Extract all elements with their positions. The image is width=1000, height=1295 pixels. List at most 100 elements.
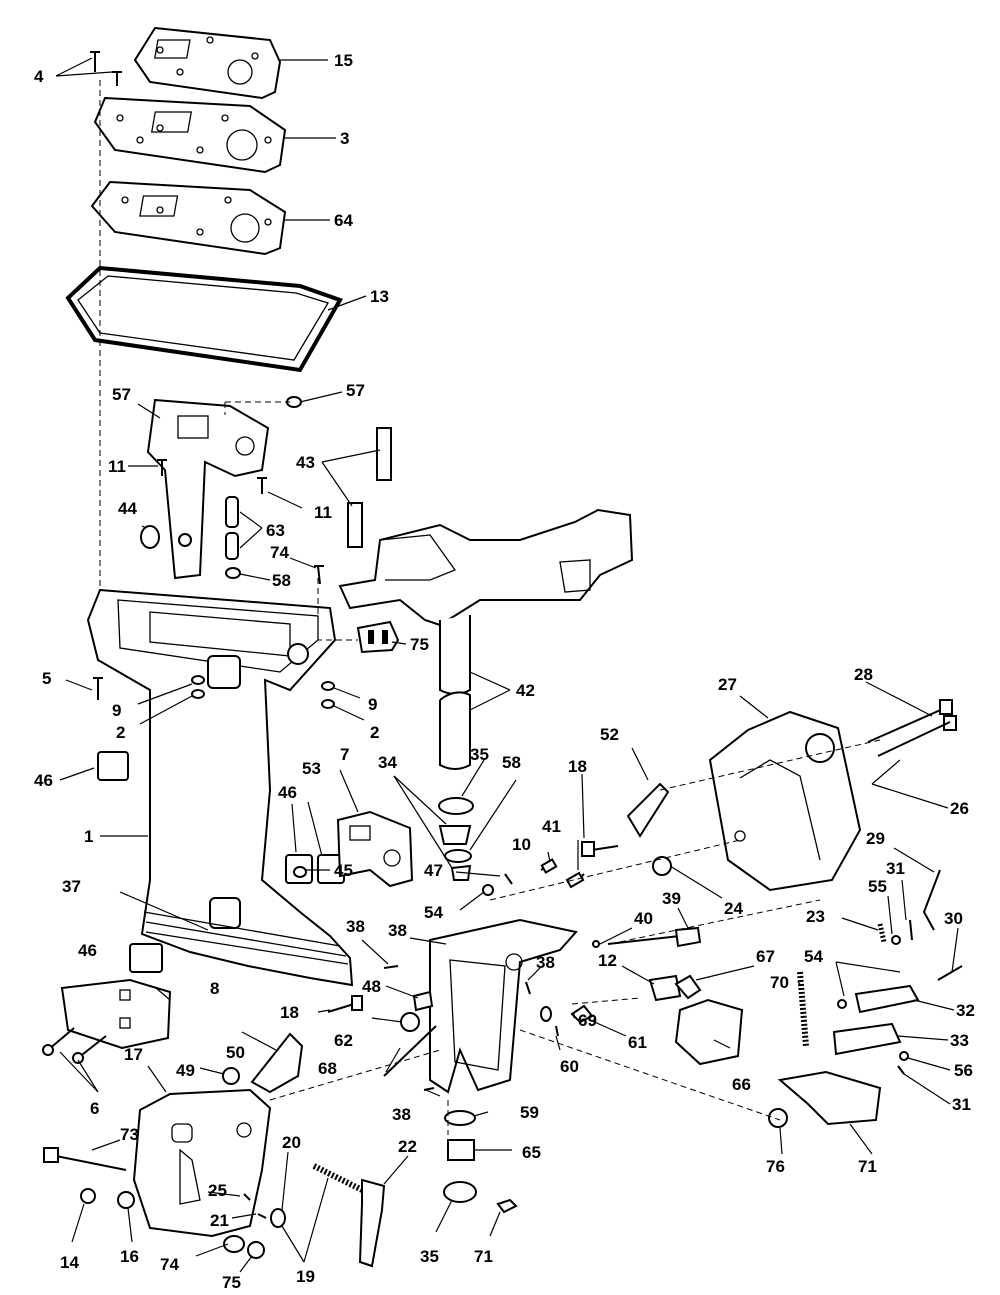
pin-47: [504, 873, 513, 885]
pad-43a: [376, 427, 392, 481]
label-48: 48: [362, 977, 381, 996]
lever-51: [626, 782, 670, 838]
label-70: 71: [858, 1157, 877, 1176]
driveshaft-housing-1: [86, 588, 354, 987]
label-7: 7: [340, 745, 349, 764]
label-73: 73: [120, 1125, 139, 1144]
label-69: 70: [770, 973, 789, 992]
label-38b: 38: [536, 953, 555, 972]
washer-54b: [891, 935, 901, 945]
label-9a: 9: [112, 701, 121, 720]
label-8: 8: [210, 979, 219, 998]
label-43: 43: [296, 453, 315, 472]
label-34: 34: [378, 753, 397, 772]
label-58b: 59: [520, 1103, 539, 1122]
screw-77: [314, 565, 324, 585]
pin-31b: [897, 1065, 905, 1075]
gasket-63: [90, 180, 287, 256]
screw-59: [555, 1025, 559, 1037]
bushing-24: [652, 856, 672, 876]
pin-48: [412, 990, 434, 1012]
washer-9a: [191, 675, 205, 685]
bushing-34: [438, 825, 472, 845]
lever-22: [358, 1178, 386, 1268]
label-14: 15: [334, 51, 353, 70]
spring-69: [797, 971, 809, 1047]
label-12: 12: [598, 951, 617, 970]
plate-3: [93, 96, 287, 174]
part-drawings: [42, 26, 963, 1268]
screw-38b: [525, 981, 531, 995]
screw-11a: [157, 459, 167, 476]
label-54a: 54: [424, 903, 443, 922]
screw-5: [93, 677, 103, 700]
label-39: 39: [662, 889, 681, 908]
label-16: 16: [120, 1247, 139, 1266]
washer-55: [899, 1051, 909, 1061]
label-31a: 31: [886, 859, 905, 878]
wire-29: [922, 869, 941, 931]
label-60: 61: [628, 1033, 647, 1052]
label-35b: 35: [420, 1247, 439, 1266]
washer-61: [400, 1012, 420, 1032]
label-22: 22: [398, 1137, 417, 1156]
bolt-18a: [591, 845, 619, 851]
bolt-18b: [327, 1003, 355, 1013]
bushing-64: [447, 1139, 475, 1161]
label-47: 47: [424, 861, 443, 880]
label-63: 64: [334, 211, 353, 230]
label-26: 26: [950, 799, 969, 818]
label-55: 56: [954, 1061, 973, 1080]
pad-46a: [97, 751, 129, 781]
oring-58b: [444, 1110, 476, 1126]
bolt-73: [55, 1155, 127, 1171]
nut-2a: [191, 689, 205, 699]
label-11b: 11: [314, 503, 332, 522]
pin-31a: [909, 919, 913, 941]
screws-4: [90, 51, 122, 86]
label-38c: 38: [392, 1105, 411, 1124]
washer-57b: [225, 567, 241, 579]
seal-13: [65, 265, 343, 373]
label-18b: 18: [280, 1003, 299, 1022]
rod-26: [877, 721, 951, 757]
lever-70: [777, 1070, 882, 1126]
label-19: 19: [296, 1267, 315, 1286]
clip-71: [496, 1198, 518, 1214]
label-31b: 31: [952, 1095, 971, 1114]
label-36: 37: [62, 877, 81, 896]
label-42: 42: [516, 681, 535, 700]
label-17: 17: [124, 1045, 143, 1064]
label-10: 10: [512, 835, 531, 854]
label-54b: 55: [868, 877, 887, 896]
bracket-32: [854, 984, 920, 1014]
label-37: 38: [388, 921, 407, 940]
washer-16: [117, 1191, 135, 1209]
washer-9b: [321, 681, 335, 691]
label-75: 75: [222, 1273, 241, 1292]
oring-58a: [444, 849, 472, 863]
label-11a: 11: [108, 457, 126, 476]
clamp-bracket-17: [132, 1088, 272, 1238]
tilt-lock-65: [674, 998, 744, 1066]
spring-23: [877, 923, 887, 943]
label-21: 21: [210, 1211, 229, 1230]
swivel-bracket-37: [429, 918, 578, 1094]
label-62: 63: [266, 521, 285, 540]
label-1: 1: [84, 827, 93, 846]
label-27: 27: [718, 675, 737, 694]
label-28: 28: [854, 665, 873, 684]
label-68: 69: [578, 1011, 597, 1030]
nut-15: [80, 1188, 96, 1204]
label-5: 5: [42, 669, 51, 688]
label-2b: 2: [370, 723, 379, 742]
pin-30: [937, 965, 963, 981]
label-13: 13: [370, 287, 389, 306]
label-65: 66: [732, 1075, 751, 1094]
screw-38a: [383, 965, 399, 969]
rod-39: [607, 935, 681, 945]
seal-35a: [438, 797, 474, 815]
label-44: 44: [118, 499, 137, 518]
label-46a: 46: [34, 771, 53, 790]
